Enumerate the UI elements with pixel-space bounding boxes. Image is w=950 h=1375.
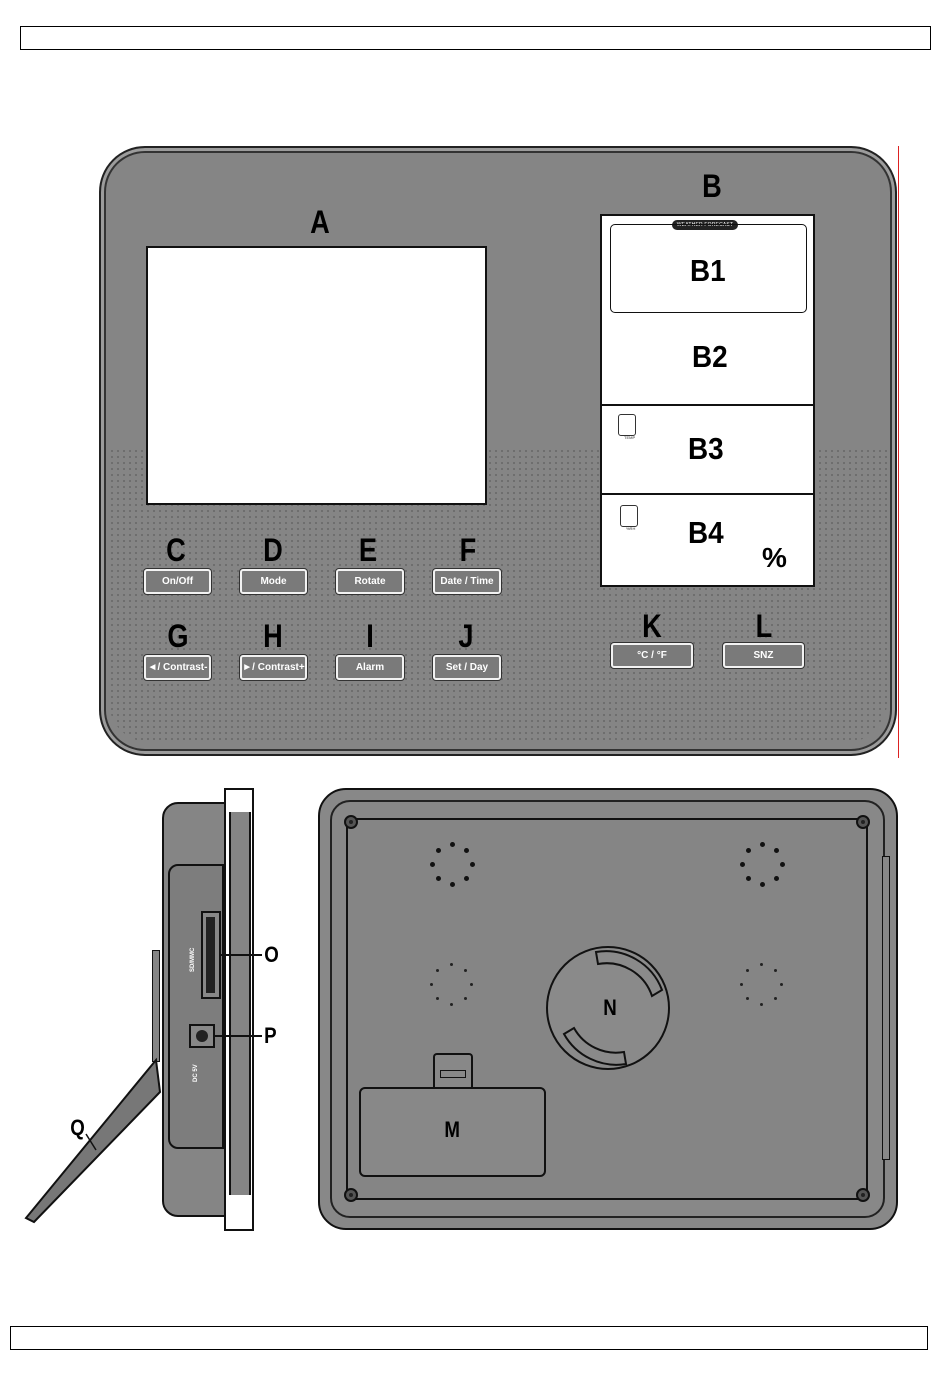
humidity-icon: [620, 505, 638, 527]
lcd-label-b3: B3: [688, 433, 724, 464]
label-h: H: [258, 620, 289, 652]
rotate-button[interactable]: Rotate: [336, 569, 404, 594]
label-j: J: [451, 620, 482, 652]
kickstand-q: [26, 1060, 160, 1222]
screw-bottom-right: [856, 1188, 870, 1202]
label-i: I: [355, 620, 386, 652]
label-c: C: [161, 534, 192, 566]
battery-cover-tab-slot: [440, 1070, 466, 1078]
alarm-button[interactable]: Alarm: [336, 655, 404, 680]
celsius-fahrenheit-button[interactable]: °C / °F: [611, 643, 693, 668]
right-contrast-button[interactable]: ►/ Contrast+: [240, 655, 307, 680]
vent-holes-bottom-left: [428, 960, 478, 1010]
callout-line-q: [86, 1134, 96, 1150]
on-off-button[interactable]: On/Off: [144, 569, 211, 594]
set-day-button[interactable]: Set / Day: [433, 655, 501, 680]
snooze-button[interactable]: SNZ: [723, 643, 804, 668]
lcd-label-b4: B4: [688, 517, 724, 548]
footer-bar: [10, 1326, 928, 1350]
humidity-percent-sign: %: [762, 544, 787, 572]
label-b: B: [695, 170, 729, 202]
humidity-icon-caption: %RH: [626, 526, 635, 531]
stand-hinge: [152, 950, 160, 1062]
label-n: N: [603, 997, 617, 1019]
back-side-rail: [882, 856, 890, 1160]
dc-power-port-socket: [196, 1030, 208, 1042]
header-bar: [20, 26, 931, 50]
label-p: P: [264, 1025, 276, 1047]
screw-bottom-left: [344, 1188, 358, 1202]
label-d: D: [258, 534, 289, 566]
vent-holes-top-right: [738, 840, 788, 890]
label-g: G: [163, 620, 194, 652]
label-m: M: [444, 1119, 460, 1141]
sd-card-slot-opening: [206, 917, 215, 993]
label-l: L: [749, 610, 780, 642]
vent-holes-bottom-right: [738, 960, 788, 1010]
sd-slot-text: SD/MMC: [190, 948, 196, 972]
callout-line-p: [214, 1035, 262, 1037]
screw-top-right: [856, 815, 870, 829]
photo-screen-a: [146, 246, 487, 505]
lcd-divider-1: [602, 404, 813, 406]
label-f: F: [453, 534, 484, 566]
side-view-front-inner: [229, 812, 251, 1195]
dc-port-text: DC 5V: [193, 1064, 199, 1082]
callout-line-o: [220, 954, 262, 956]
date-time-button[interactable]: Date / Time: [433, 569, 501, 594]
label-a: A: [303, 206, 337, 238]
label-k: K: [637, 610, 668, 642]
lcd-divider-2: [602, 493, 813, 495]
label-o: O: [264, 944, 279, 966]
side-connector-panel: [168, 864, 224, 1149]
left-contrast-button[interactable]: ◄/ Contrast-: [144, 655, 211, 680]
label-q: Q: [70, 1117, 85, 1139]
lcd-label-b1: B1: [690, 255, 726, 286]
mode-button[interactable]: Mode: [240, 569, 307, 594]
edge-marker-line: [898, 146, 899, 758]
lcd-label-b2: B2: [692, 341, 728, 372]
temperature-icon: [618, 414, 636, 436]
screw-top-left: [344, 815, 358, 829]
temperature-icon-caption: TEMP: [624, 435, 635, 440]
vent-holes-top-left: [428, 840, 478, 890]
label-e: E: [353, 534, 384, 566]
